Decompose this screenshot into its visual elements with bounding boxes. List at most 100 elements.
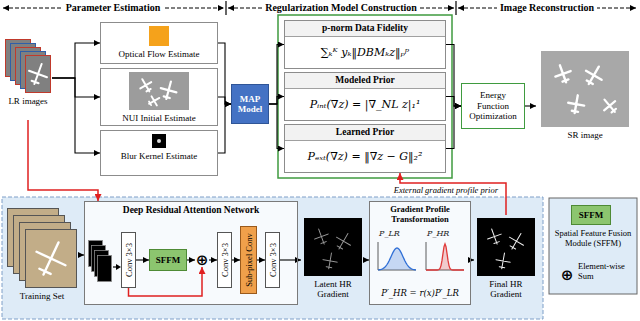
image-frame — [98, 256, 112, 282]
layer-label: Conv 3×3 — [124, 243, 133, 277]
formula: ∑ₖᴷ yₖ‖DBMₖz‖ₚᵖ — [321, 46, 410, 59]
legend-sample: SFFM — [571, 205, 611, 225]
airplane — [485, 227, 504, 247]
section-arrow — [458, 8, 636, 9]
connector — [446, 106, 461, 149]
node-label: Energy Function Optimization — [464, 90, 522, 121]
airplane — [505, 229, 528, 253]
axis-label: P_HR — [427, 229, 449, 238]
node-label: SFFM — [156, 255, 181, 265]
illustration — [370, 230, 470, 276]
node-label: SFFM — [579, 210, 604, 220]
illustration — [477, 218, 535, 276]
node-label: LR images — [8, 96, 47, 106]
connector — [232, 259, 240, 260]
airplane — [158, 79, 178, 101]
connector — [52, 78, 100, 153]
airplane — [495, 252, 512, 270]
edge-label: External gradient profile prior — [392, 185, 500, 195]
connector — [525, 105, 536, 106]
term-box: p-norm Data Fidelity ∑ₖᴷ yₖ‖DBMₖz‖ₚᵖ — [284, 20, 446, 69]
estimate-box: Blur Kernel Estimate — [100, 130, 218, 176]
estimate-box: Optical Flow Estimate — [100, 22, 218, 64]
illustration — [129, 72, 189, 110]
module-box: SFFM — [149, 249, 187, 271]
node-label: NUI Initial Estimate — [122, 113, 195, 123]
connector — [28, 120, 98, 201]
airplane — [29, 236, 73, 282]
airplane — [332, 229, 355, 253]
image-stack: Training Set — [5, 205, 79, 313]
layer-label: Conv 3×3 — [220, 243, 229, 277]
node-label: Latent HR Gradient — [303, 279, 363, 300]
sum-symbol: ⊕ — [195, 253, 209, 267]
connector — [269, 45, 284, 105]
airplane — [25, 61, 50, 88]
layer-box: Conv 3×3 — [217, 232, 232, 288]
node-label: Optical Flow Estimate — [119, 49, 200, 59]
transform-box: Gradient Profile TransformationP′_HR = r… — [369, 201, 471, 305]
term-box: Learned PriorPₑₓₜ(∇z) = ‖∇z − G‖₂² — [284, 124, 446, 173]
process-box: Energy Function Optimization — [461, 83, 525, 129]
image-frame — [477, 218, 535, 276]
connector — [218, 97, 231, 104]
section-title: Regularization Model Construction — [262, 2, 420, 14]
node-label: MAP Model — [234, 94, 266, 115]
illustration — [5, 39, 51, 93]
image-frame — [149, 26, 169, 46]
distribution-curve — [426, 244, 464, 270]
layer-box: Conv 3×3 — [265, 232, 280, 288]
network-fill — [84, 201, 298, 305]
distribution-curve — [378, 248, 416, 270]
estimate-box: NUI Initial Estimate — [100, 68, 218, 126]
node-label: Learned Prior — [285, 125, 445, 141]
formula: Pₑₓₜ(∇z) = ‖∇z − G‖₂² — [308, 150, 423, 163]
illustration — [541, 51, 629, 127]
connector — [52, 78, 100, 97]
section-divider — [455, 1, 456, 15]
image-frame — [304, 218, 362, 276]
image-frame — [26, 56, 51, 93]
node-label: p-norm Data Fidelity — [285, 21, 445, 37]
image-frame — [152, 134, 166, 148]
airplane — [322, 252, 339, 270]
regularization-frame — [278, 15, 452, 178]
model-box: MAP Model — [231, 84, 269, 124]
connector — [52, 43, 100, 78]
connector — [218, 104, 231, 153]
layer-label: Conv 3×3 — [268, 243, 277, 277]
legend-sample: ⊕ — [560, 268, 574, 282]
connector — [136, 259, 149, 260]
image-frame — [129, 72, 189, 110]
illustration — [88, 240, 121, 284]
node-label: Blur Kernel Estimate — [121, 151, 197, 161]
kernel-dot — [157, 139, 161, 143]
node-label: Gradient Profile Transformation — [372, 204, 468, 225]
illustration — [304, 218, 362, 276]
node-label: SR image — [567, 130, 602, 140]
section-divider — [225, 1, 226, 15]
term-box: Modeled PriorPᵢₙₜ(∇z) = |∇_NL z|₁¹ — [284, 72, 446, 121]
connector — [129, 267, 203, 296]
connector — [446, 45, 461, 107]
layer-box: Sub-pixel Conv — [240, 226, 257, 294]
node-label: Final HR Gradient — [476, 279, 536, 300]
connector — [269, 104, 284, 149]
node-label: Modeled Prior — [285, 73, 445, 89]
formula: P′_HR = r(x)P′_LR — [381, 288, 459, 298]
connector — [209, 259, 217, 260]
sum-symbol-glyph: ⊕ — [561, 268, 574, 282]
airplane — [137, 76, 155, 94]
transform-fill — [369, 201, 471, 305]
image-stack: LR images — [4, 36, 52, 120]
formula: Pᵢₙₜ(∇z) = |∇_NL z|₁¹ — [310, 98, 421, 111]
airplane — [599, 95, 620, 117]
network-box: Deep Residual Attention NetworkConv 3×3S… — [84, 201, 298, 305]
section-title: Image Reconstruction — [497, 2, 597, 14]
illustration — [149, 26, 169, 46]
illustration — [7, 208, 77, 288]
airplane — [146, 93, 162, 108]
gradient-image: Latent HR Gradient — [301, 215, 365, 307]
